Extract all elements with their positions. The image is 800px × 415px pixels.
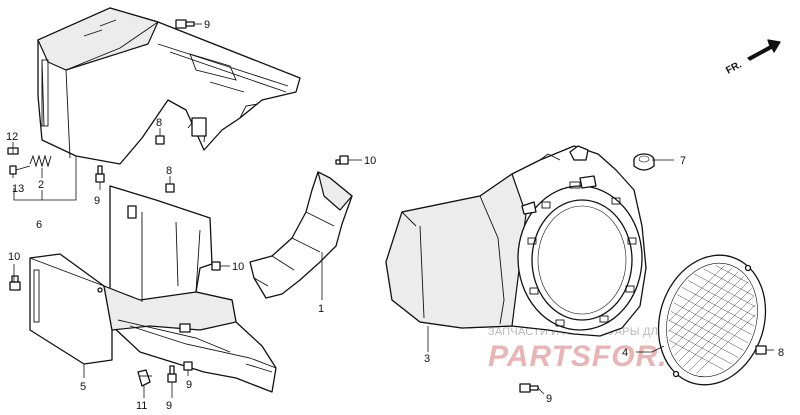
front-direction-label: FR. [724,59,744,76]
upper-shroud [37,7,301,165]
grommet [633,153,655,171]
bolt-9-bottom [519,383,539,393]
lower-shroud [29,185,277,393]
bolt-9c [167,365,177,383]
front-direction-indicator: FR. [724,39,781,77]
callout-8-b: 8 [166,165,172,177]
spring-2 [29,154,52,168]
callout-9-b: 9 [94,195,100,207]
callout-10-c: 10 [8,251,20,263]
bolt-8b [165,183,175,193]
callout-9-top: 9 [204,19,210,31]
screw-13 [9,165,31,175]
callout-8-a: 8 [156,117,162,129]
callout-9-c: 9 [166,400,172,412]
bolt-10c [9,275,21,291]
callout-4: 4 [622,347,628,359]
callout-2: 2 [38,179,44,191]
callout-3: 3 [424,353,430,365]
callout-5: 5 [80,381,86,393]
air-guide [249,171,353,299]
bolt-8c [755,345,767,355]
callout-10-a: 10 [364,155,376,167]
callout-10-b: 10 [232,261,244,273]
bolt-9a [175,19,195,29]
callout-6: 6 [36,219,42,231]
bolt-10b [211,261,221,271]
bolt-8a [155,135,165,145]
fan-cover [385,145,647,337]
leader-lines [12,23,774,398]
fan-screen [654,253,770,387]
callout-8-c: 8 [778,347,784,359]
clip-11 [137,369,152,387]
bolt-9d-top [183,361,193,371]
callout-9-bottom: 9 [546,393,552,405]
callout-12: 12 [6,131,18,143]
callout-9-d: 9 [186,379,192,391]
callout-11: 11 [136,400,147,412]
callout-1: 1 [318,303,324,315]
callout-13: 13 [12,183,24,195]
callout-7: 7 [680,155,686,167]
bolt-10a [335,155,349,165]
bolt-9b [95,165,105,183]
